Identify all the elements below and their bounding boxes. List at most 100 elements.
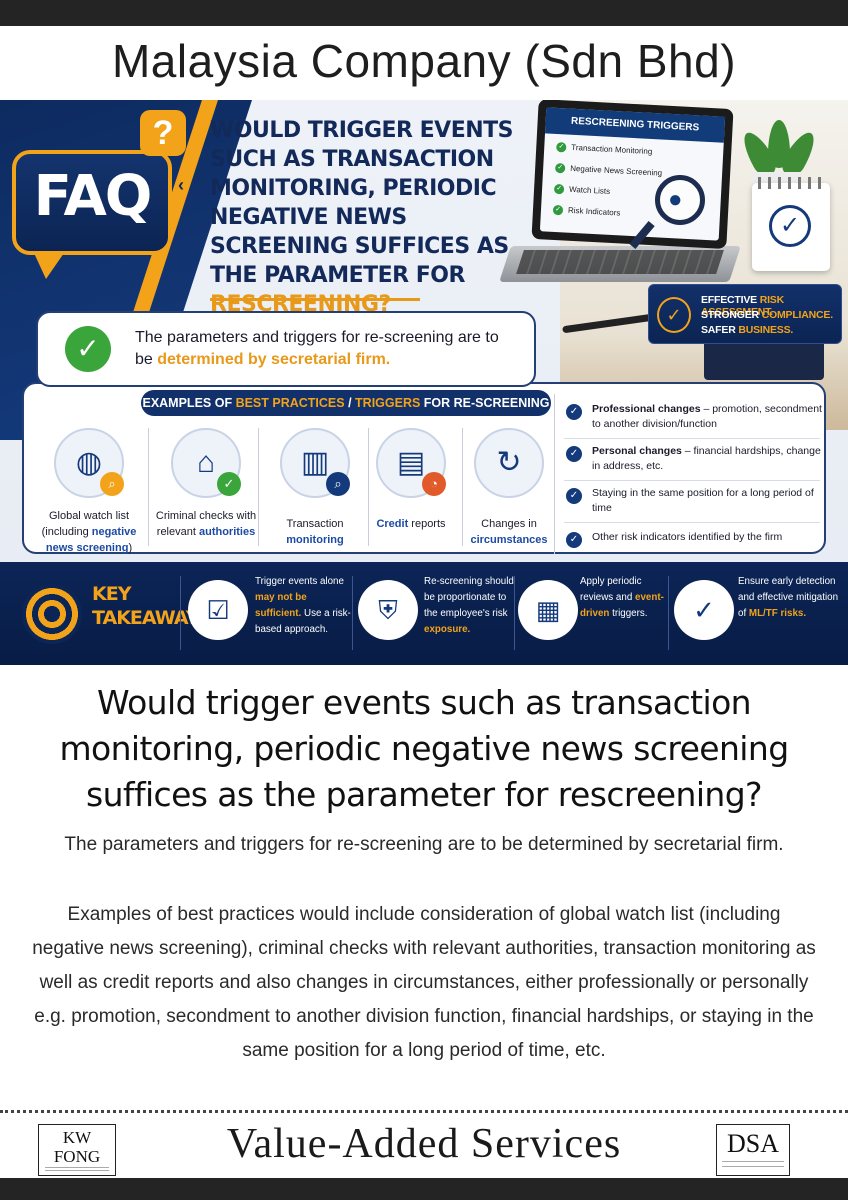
divider <box>514 576 515 650</box>
check-icon: ✓ <box>554 162 566 174</box>
examples-paragraph: Examples of best practices would include… <box>32 904 816 1061</box>
divider <box>148 428 149 546</box>
faq-label: FAQ <box>33 164 153 229</box>
laptop-item: ✓Risk Indicators <box>552 204 621 219</box>
kw-fong-logo: KW FONG <box>38 1124 116 1176</box>
logo-fine-print <box>45 1167 109 1171</box>
magnifier-icon <box>655 175 705 225</box>
badge-line: Stronger Compliance. <box>701 309 833 321</box>
logo-text: FONG <box>53 1147 101 1166</box>
takeaway-text: Re-screening should be proportionate to … <box>424 576 514 635</box>
gauge-icon: ◔ <box>422 472 446 496</box>
change-item: ✓Other risk indicators identified by the… <box>564 530 824 548</box>
divider <box>258 428 259 546</box>
question-mark-icon: ? <box>140 110 186 156</box>
page-title: Malaysia Company (Sdn Bhd) <box>111 35 737 87</box>
footer-divider <box>0 1110 848 1113</box>
calendar-icon: ✓ <box>752 177 830 271</box>
laptop-item: ✓Watch Lists <box>553 183 610 197</box>
calendar-icon: ▦ <box>518 580 578 640</box>
change-item: ✓Staying in the same position for a long… <box>564 486 824 516</box>
globe-icon: ◍⌕ <box>54 428 124 498</box>
spark-icon: ‹ <box>178 175 184 195</box>
answer-text: The parameters and triggers for re-scree… <box>135 329 499 368</box>
example-label: Transaction monitoring <box>286 518 344 546</box>
check-icon: ✓ <box>217 472 241 496</box>
question-underline <box>210 298 420 301</box>
divider <box>668 576 669 650</box>
logo-text: DSA <box>726 1129 779 1158</box>
laptop-display-title: RESCREENING TRIGGERS <box>545 107 726 143</box>
shield-check-icon: ✓ <box>674 580 734 640</box>
divider <box>352 576 353 650</box>
check-icon: ✓ <box>556 141 567 153</box>
people-shield-icon: ⛨ <box>358 580 418 640</box>
check-circle-icon: ✓ <box>65 326 111 372</box>
laptop-item: ✓Negative News Screening <box>554 162 662 179</box>
example-label: Criminal checks with relevant authoritie… <box>155 510 257 538</box>
faq-bubble-icon: FAQ <box>12 150 172 279</box>
checklist-icon: ☑ <box>188 580 248 640</box>
example-transaction-monitoring: ▥⌕ Transaction monitoring <box>260 420 370 550</box>
badge-line: Effective Risk Assessment. <box>701 294 784 318</box>
bottom-bar <box>0 1178 848 1200</box>
check-icon: ✓ <box>566 446 582 462</box>
banner-question-main: Would trigger events such as transaction… <box>210 118 514 288</box>
question-heading: Would trigger events such as transaction… <box>59 683 789 814</box>
check-icon: ✓ <box>553 183 565 195</box>
laptop-screen: RESCREENING TRIGGERS ✓Transaction Monito… <box>531 100 734 250</box>
divider <box>368 428 369 546</box>
magnifier-icon: ⌕ <box>100 472 124 496</box>
divider <box>462 428 463 546</box>
logo-fine-print <box>722 1161 784 1167</box>
banner-question: Would trigger events such as transaction… <box>210 116 530 319</box>
answer-paragraph: The parameters and triggers for re-scree… <box>64 834 784 855</box>
faq-banner: FAQ ? ‹ Would trigger events such as tra… <box>0 100 848 665</box>
laptop-keyboard <box>516 250 724 274</box>
footer-title: Value-Added Services <box>226 1121 622 1167</box>
calendar-rings <box>758 177 824 189</box>
change-item: ✓Personal changes – financial hardships,… <box>564 444 824 474</box>
example-label: Global watch list (including negative ne… <box>41 510 137 554</box>
check-icon: ✓ <box>566 532 582 548</box>
divider <box>180 576 181 650</box>
divider <box>564 522 820 523</box>
laptop-display: RESCREENING TRIGGERS ✓Transaction Monito… <box>539 107 726 241</box>
example-global-watch-list: ◍⌕ Global watch list (including negative… <box>34 420 144 554</box>
answer-panel: ✓ The parameters and triggers for re-scr… <box>36 311 536 387</box>
examples-title: Examples of Best Practices / Triggers fo… <box>141 390 551 416</box>
example-criminal-checks: ⌂✓ Criminal checks with relevant authori… <box>151 420 261 550</box>
divider <box>554 394 555 554</box>
compliance-badge: ✓ Effective Risk Assessment. Stronger Co… <box>648 284 842 344</box>
example-label: Changes in circumstances <box>470 518 548 546</box>
takeaway-text: Apply periodic reviews and event-driven … <box>580 576 664 619</box>
dsa-logo: DSA <box>716 1124 790 1176</box>
courthouse-icon: ⌂✓ <box>171 428 241 498</box>
person-change-icon: ↻ <box>474 428 544 498</box>
divider <box>564 438 820 439</box>
check-icon: ✓ <box>552 204 564 216</box>
badge-line: Safer Business. <box>701 324 794 336</box>
check-icon: ✓ <box>566 488 582 504</box>
example-changes-in-circumstances: ↻ Changes in circumstances <box>454 420 564 550</box>
top-bar <box>0 0 848 26</box>
example-label: Credit reports <box>376 518 446 530</box>
magnifier-icon: ⌕ <box>326 472 350 496</box>
person-icon: ● <box>668 186 683 213</box>
laptop-item: ✓Transaction Monitoring <box>556 141 653 157</box>
monitor-chart-icon: ▥⌕ <box>280 428 350 498</box>
examples-panel: Examples of Best Practices / Triggers fo… <box>22 382 826 554</box>
target-icon <box>22 584 82 644</box>
takeaway-text: Trigger events alone may not be sufficie… <box>255 576 351 635</box>
logo-text: KW <box>62 1128 92 1147</box>
example-credit-reports: ▤◔ Credit reports <box>356 420 466 550</box>
divider <box>564 480 820 481</box>
credit-report-icon: ▤◔ <box>376 428 446 498</box>
takeaway-text: Ensure early detection and effective mit… <box>738 576 839 619</box>
check-icon: ✓ <box>769 205 811 247</box>
shield-check-icon: ✓ <box>657 297 691 333</box>
check-icon: ✓ <box>566 404 582 420</box>
change-item: ✓Professional changes – promotion, secon… <box>564 402 824 432</box>
